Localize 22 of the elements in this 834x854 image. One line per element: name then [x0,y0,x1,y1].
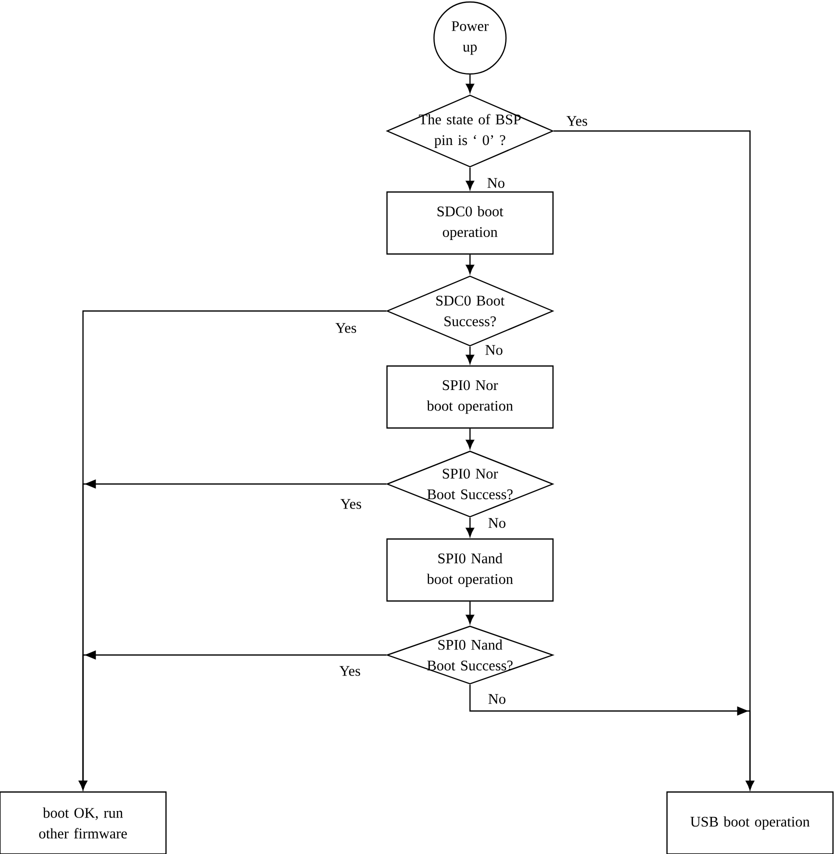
arrow [469,684,754,790]
arrow [78,650,386,790]
edge-label: No [488,694,506,704]
edge-label: No [487,178,504,188]
arrow [466,74,474,93]
arrow [466,602,474,624]
arrow [466,518,474,537]
arrow [466,346,474,364]
edge-label: No [485,345,502,355]
edge-label: Yes [340,499,362,509]
arrow [466,254,474,274]
process-box: SPI0 Nand boot operation [386,538,554,602]
end-box: boot OK, run other firmware [0,791,167,854]
arrow [466,428,474,449]
process-box: SPI0 Nor boot operation [386,365,554,429]
process-box: SDC0 boot operation [386,191,554,255]
edge-label: Yes [340,666,360,676]
end-box: USB boot operation [666,791,834,854]
edge-label: Yes [566,116,588,126]
edge-label: Yes [336,323,356,333]
edge-label: No [488,518,506,528]
arrow [466,168,474,190]
